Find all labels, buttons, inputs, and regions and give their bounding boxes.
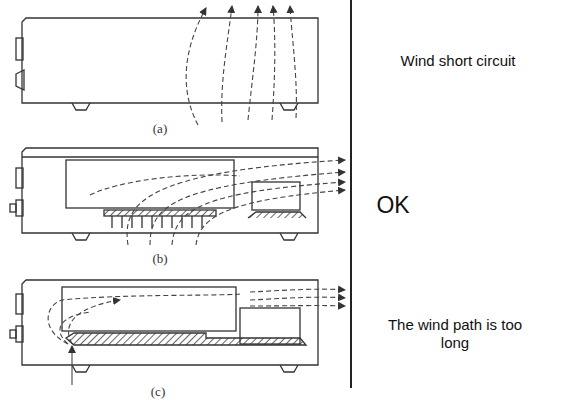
enclosure-c <box>10 280 318 372</box>
airflow-c <box>48 289 345 385</box>
caption-c: (c) <box>138 384 178 400</box>
enclosure-a <box>16 18 318 110</box>
caption-a: (a) <box>140 121 180 137</box>
verdict-note: OK <box>363 192 423 220</box>
verdict-note: Wind short circuit <box>358 52 558 70</box>
divider-line <box>350 0 352 388</box>
enclosure-b <box>10 148 318 240</box>
airflow-a <box>186 6 296 125</box>
airflow-b <box>90 160 345 245</box>
verdict-note: The wind path is too long <box>373 316 538 352</box>
caption-b: (b) <box>140 251 180 267</box>
